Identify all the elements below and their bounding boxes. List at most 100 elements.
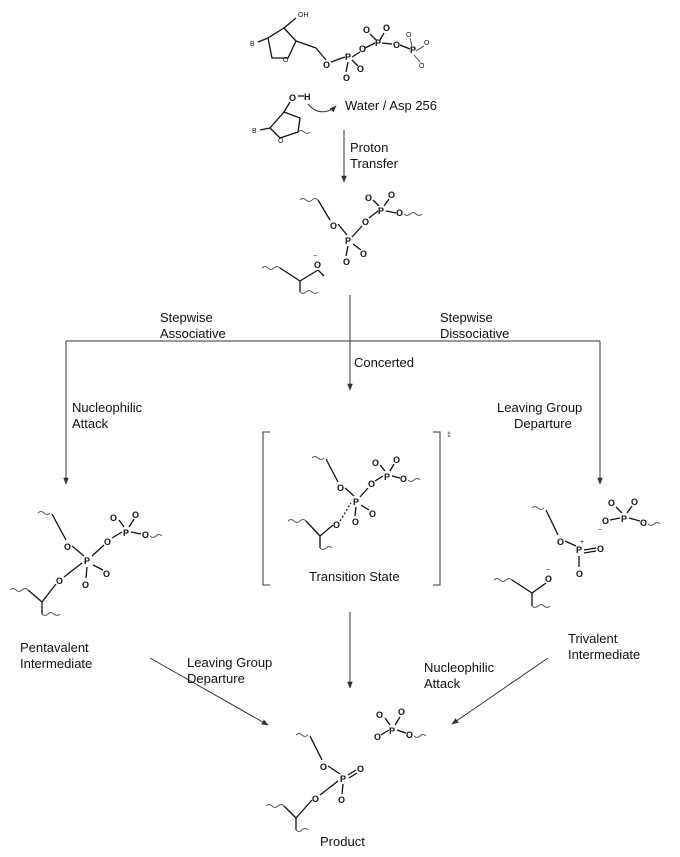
hydroxyl-label: OH bbox=[298, 12, 309, 19]
prod-ppi-oxygen-2: O bbox=[406, 730, 413, 740]
branch-connectors bbox=[63, 295, 603, 485]
proton-label: Proton bbox=[350, 140, 388, 155]
ti-leaving-oxygen: O bbox=[602, 516, 609, 526]
ti-oxygen-ax: O bbox=[576, 569, 583, 579]
rc-oxygen-b1: O bbox=[365, 193, 372, 203]
pi-phosphorus: P bbox=[84, 556, 90, 566]
concerted-label: Concerted bbox=[354, 355, 414, 370]
ti-plus-charge: + bbox=[580, 539, 584, 546]
attack-bottom-label: Attack bbox=[424, 676, 461, 691]
pentavalent-to-product-arrow bbox=[149, 657, 269, 726]
transition-state-label: Transition State bbox=[309, 569, 400, 584]
phosphorus-beta: P bbox=[375, 38, 381, 48]
nucleophilic-bottom-label: Nucleophilic bbox=[424, 660, 495, 675]
associative-label: Associative bbox=[160, 326, 226, 341]
ts-oxygen-a2: O bbox=[369, 509, 376, 519]
pi-phosphorus-beta: P bbox=[123, 528, 129, 538]
ring-oxygen: O bbox=[283, 57, 289, 64]
ts-phosphorus-beta: P bbox=[384, 472, 390, 482]
pentavalent-label: Pentavalent bbox=[20, 640, 89, 655]
product-structure: O P O O O O P O O O bbox=[265, 707, 427, 832]
ts-phosphorus: P bbox=[353, 497, 359, 507]
trivalent-intermediate-structure: O P + O O O − P O O O O − bbox=[493, 497, 661, 608]
pi-oxygen-bridge: O bbox=[104, 537, 111, 547]
oxygen-g3: O bbox=[419, 63, 425, 70]
phosphorus-gamma: P bbox=[410, 45, 416, 55]
ts-oxygen-1: O bbox=[337, 483, 344, 493]
oxygen-bridge-2: O bbox=[393, 40, 400, 50]
pi-oxygen-a1: O bbox=[82, 580, 89, 590]
oxygen-b1: O bbox=[363, 25, 370, 35]
rc-oxygen-a1: O bbox=[343, 257, 350, 267]
oxygen-a1: O bbox=[343, 73, 350, 83]
transfer-label: Transfer bbox=[350, 156, 399, 171]
ti-leaving-oxygen-2: O bbox=[640, 518, 647, 528]
prod-ppi-oxygen-1: O bbox=[374, 732, 381, 742]
phosphorus-alpha: P bbox=[345, 52, 351, 62]
oxygen-a2: O bbox=[357, 64, 364, 74]
ts-oxygen-2: O bbox=[400, 474, 407, 484]
prod-ppi-oxygen-3: O bbox=[376, 710, 383, 720]
pi-oxygen-b2: O bbox=[132, 510, 139, 520]
ti-leaving-oxygen-3: O bbox=[608, 498, 615, 508]
double-dagger-symbol: ‡ bbox=[447, 432, 451, 439]
prod-ppi-phosphorus: P bbox=[389, 726, 395, 736]
nucleophilic-left-label: Nucleophilic bbox=[72, 400, 143, 415]
prod-nucleophile-oxygen: O bbox=[312, 794, 319, 804]
pi-oxygen-1: O bbox=[64, 542, 71, 552]
ts-oxygen-a1: O bbox=[352, 517, 359, 527]
ts-oxygen-b1: O bbox=[372, 458, 379, 468]
rc-nucleophile-oxygen: O bbox=[314, 260, 321, 270]
rc-phosphorus-alpha: P bbox=[345, 236, 351, 246]
base-label: B bbox=[250, 41, 255, 48]
trivalent-intermediate-label: Intermediate bbox=[568, 647, 640, 662]
rc-phosphorus-beta: P bbox=[378, 206, 384, 216]
trivalent-label: Trivalent bbox=[568, 631, 618, 646]
stepwise-right-label: Stepwise bbox=[440, 310, 493, 325]
oxygen-g2: O bbox=[424, 40, 430, 47]
ti-leaving-oxygen-4: O bbox=[631, 497, 638, 507]
oxygen-bridge-1: O bbox=[359, 44, 366, 54]
rc-oxygen-1: O bbox=[330, 221, 337, 231]
attack-left-label: Attack bbox=[72, 416, 109, 431]
transition-state-structure: O P O P O O O O O O bbox=[287, 455, 421, 550]
departure-bottom-label: Departure bbox=[187, 671, 245, 686]
oxygen-label: O bbox=[323, 60, 330, 70]
rc-oxygen-bridge: O bbox=[362, 217, 369, 227]
ti-oxygen-1: O bbox=[557, 537, 564, 547]
primer-3-oxygen: O bbox=[289, 93, 296, 103]
pi-oxygen-b1: O bbox=[110, 513, 117, 523]
ti-phosphorus: P bbox=[576, 545, 582, 555]
prod-phosphorus: P bbox=[340, 774, 346, 784]
primer-hydrogen: H bbox=[304, 92, 311, 102]
oxygen-g1: O bbox=[406, 32, 412, 39]
leaving-group-bottom-label: Leaving Group bbox=[187, 655, 272, 670]
pentavalent-intermediate-label: Intermediate bbox=[20, 656, 92, 671]
oxygen-b2: O bbox=[383, 23, 390, 33]
prod-oxygen-eq: O bbox=[357, 764, 364, 774]
reactant-complex: O P O P O O O O O O − bbox=[261, 190, 423, 294]
rc-negative-charge: − bbox=[313, 253, 317, 260]
primer-base-label: B bbox=[252, 128, 257, 135]
ti-nucleophile-charge: − bbox=[546, 567, 550, 574]
leaving-group-right-label: Leaving Group bbox=[497, 400, 582, 415]
ti-nucleophile-oxygen: O bbox=[545, 574, 552, 584]
ti-oxygen-eq: O bbox=[597, 544, 604, 554]
pi-oxygen-2: O bbox=[142, 530, 149, 540]
ti-leaving-charge: − bbox=[598, 527, 602, 534]
ts-oxygen-bridge: O bbox=[368, 479, 375, 489]
incoming-nucleotide: O B OH O P O P O P O O O O O O O bbox=[250, 12, 430, 83]
pentavalent-intermediate-structure: O P O P O O O O O O bbox=[9, 510, 163, 616]
water-asp-label: Water / Asp 256 bbox=[345, 98, 437, 113]
trivalent-to-product-arrow bbox=[451, 657, 549, 725]
primer-ring-oxygen: O bbox=[278, 138, 284, 145]
pi-oxygen-a2: O bbox=[103, 569, 110, 579]
rc-oxygen-2: O bbox=[396, 208, 403, 218]
prod-ppi-oxygen-4: O bbox=[398, 707, 405, 717]
product-label: Product bbox=[320, 834, 365, 849]
rc-oxygen-a2: O bbox=[360, 249, 367, 259]
ts-oxygen-b2: O bbox=[393, 455, 400, 465]
primer-terminus: O B O H bbox=[252, 92, 337, 145]
